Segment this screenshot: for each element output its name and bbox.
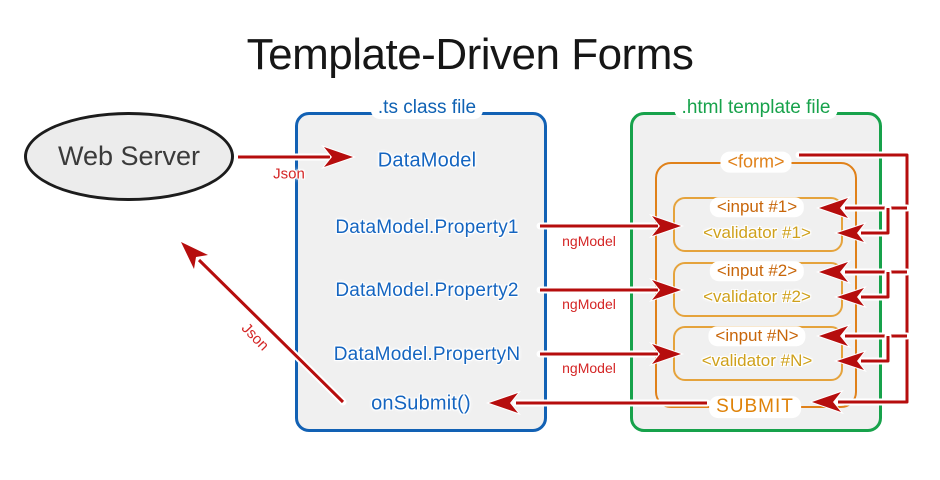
validator-n-label: <validator #N> [701,351,813,370]
ngmodel-label-1: ngModel [562,233,616,249]
input-2-label: <input #2> [709,261,805,281]
page-title: Template-Driven Forms [246,30,694,79]
datamodel-property1-text: DataModel.Property1 [335,217,519,238]
onsubmit-text: onSubmit() [371,392,471,415]
validator-2-label: <validator #2> [703,287,811,306]
input-1-label: <input #1> [709,197,805,217]
input-n-label: <input #N> [708,326,806,346]
json-response-label: Json [237,319,273,355]
web-server-node: Web Server [24,112,234,201]
web-server-label: Web Server [57,141,201,171]
ngmodel-label-3: ngModel [562,360,616,376]
json-request-label: Json [273,165,305,183]
ts-class-file-label: .ts class file [370,97,484,119]
html-template-file-label: .html template file [674,97,838,119]
datamodel-propertyn-text: DataModel.PropertyN [333,344,521,365]
datamodel-property2-text: DataModel.Property2 [335,280,519,301]
validator-1-label: <validator #1> [703,223,811,242]
datamodel-text: DataModel [377,149,477,172]
form-tag-label: <form> [720,151,792,173]
ngmodel-label-2: ngModel [562,296,616,312]
submit-button-label: SUBMIT [709,396,801,418]
